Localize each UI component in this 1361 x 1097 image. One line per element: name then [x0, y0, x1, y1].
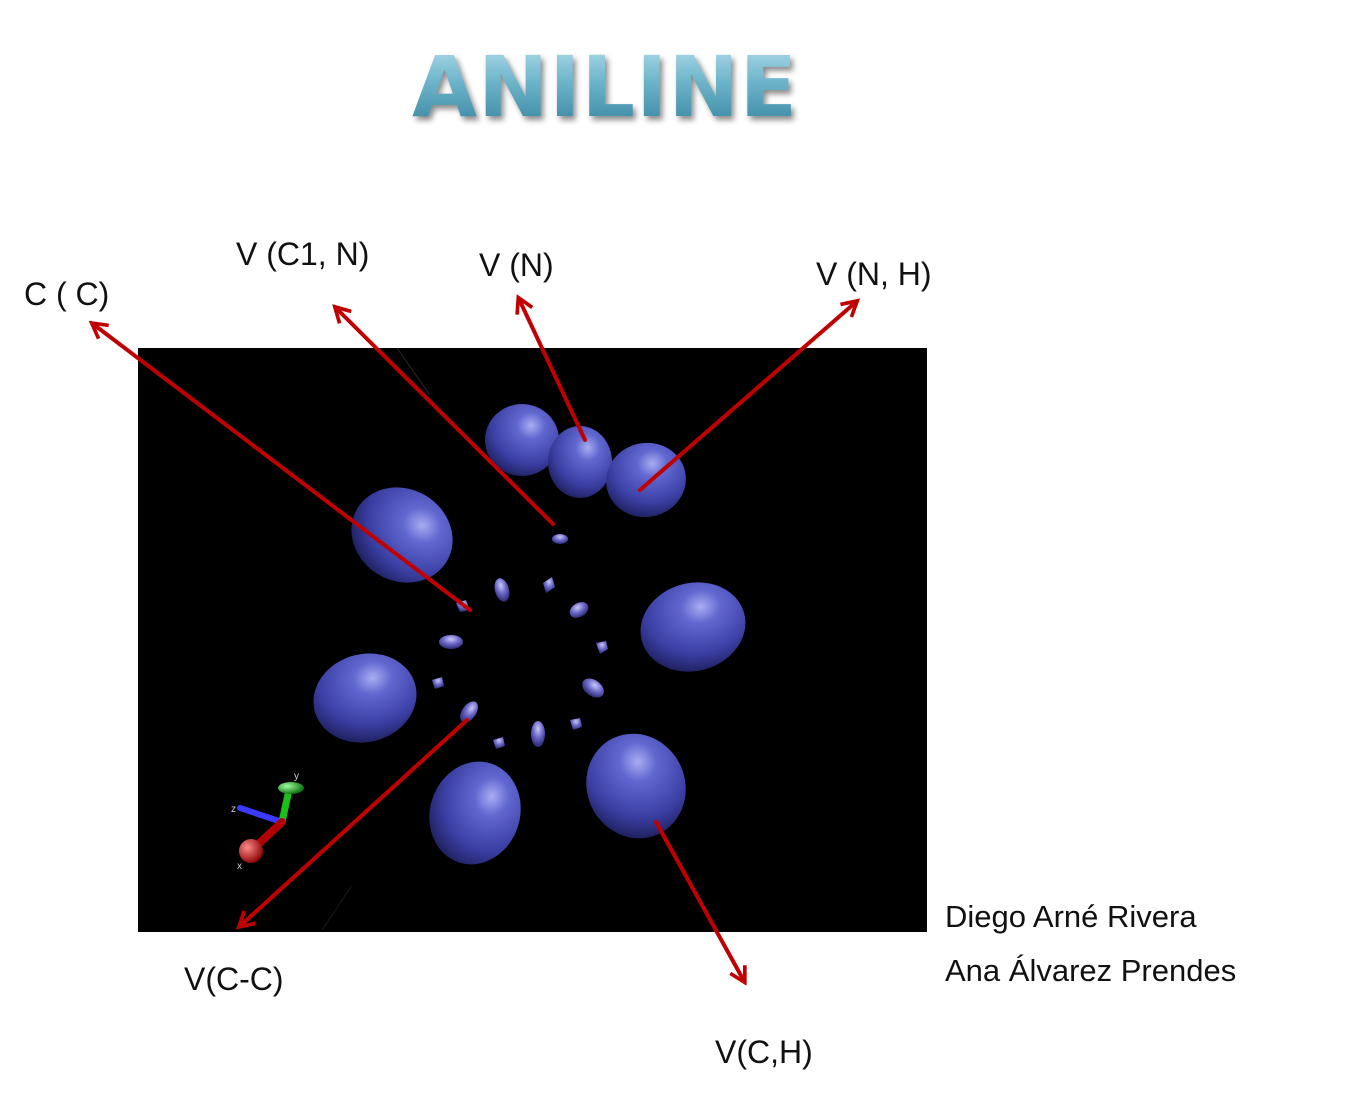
basin-small [432, 677, 444, 689]
arrow-v-c-c [240, 718, 469, 926]
basin-lobe [640, 582, 746, 672]
basin-small [552, 534, 568, 544]
arrow-v-c1-n [336, 308, 555, 526]
basin-lobe [313, 653, 417, 743]
basin-small [531, 721, 545, 747]
author-name: Ana Álvarez Prendes [945, 953, 1237, 988]
arrow-v-n-h [638, 302, 856, 492]
arrow-c-c [93, 324, 472, 612]
basin-lobe [351, 487, 453, 583]
basin-small [494, 578, 510, 602]
basin-lobe [548, 426, 612, 498]
label-v-n-h: V (N, H) [816, 256, 932, 292]
axes-triad: x y z [231, 771, 304, 872]
page-title: ANILINE [0, 38, 1210, 136]
viewer-artifact-line [396, 347, 431, 396]
label-v-n: V (N) [479, 247, 554, 283]
axis-z-label: z [231, 804, 236, 815]
arrow-v-n [519, 299, 587, 442]
arrow-v-c-h [654, 820, 744, 981]
basin-lobe [586, 733, 686, 839]
basin-small [543, 577, 555, 593]
basin-small [570, 718, 582, 730]
basin-small [439, 635, 463, 649]
basin-small [582, 678, 604, 698]
viewer-artifact-line [321, 884, 353, 931]
basin-small [460, 701, 478, 723]
basin-lobe [606, 442, 686, 518]
axis-x-label: x [237, 861, 242, 872]
label-c-c: C ( C) [24, 276, 110, 312]
basin-small [596, 641, 608, 654]
label-v-c1-n: V (C1, N) [236, 236, 370, 272]
basin-lobe [429, 761, 521, 865]
label-v-c-c: V(C-C) [184, 961, 284, 997]
label-v-c-h: V(C,H) [715, 1034, 813, 1070]
basin-lobe [485, 404, 559, 476]
axis-y-label: y [294, 771, 299, 782]
author-name: Diego Arné Rivera [945, 899, 1197, 934]
basin-small [493, 737, 505, 749]
basin-small [569, 602, 589, 618]
